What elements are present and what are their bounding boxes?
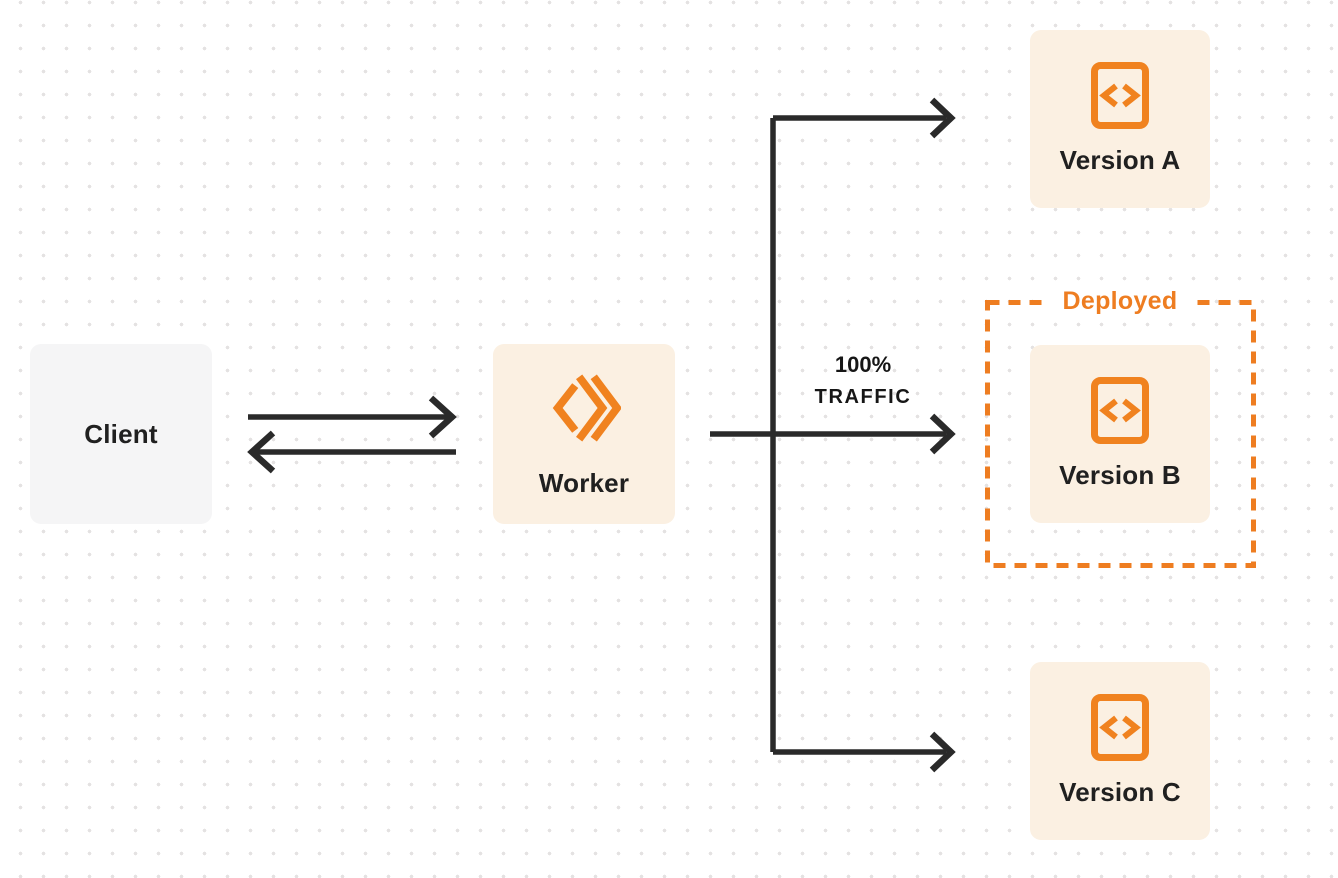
code-document-icon <box>1091 62 1149 129</box>
code-document-icon <box>1091 377 1149 444</box>
code-document-icon <box>1091 694 1149 761</box>
version-b-node: Version B <box>1030 345 1210 523</box>
worker-label: Worker <box>538 467 630 498</box>
version-c-label: Version C <box>1059 777 1181 807</box>
branch-trunk-line <box>710 118 946 752</box>
version-c-node: Version C <box>1030 662 1210 840</box>
traffic-percent: 100% <box>834 352 892 377</box>
version-b-label: Version B <box>1059 460 1181 490</box>
traffic-label: 100% TRAFFIC <box>788 352 938 409</box>
version-a-label: Version A <box>1059 145 1181 175</box>
workers-logo-icon <box>547 370 622 446</box>
client-node: Client <box>30 344 212 524</box>
deployed-label: Deployed <box>1044 287 1196 315</box>
traffic-word: TRAFFIC <box>814 386 912 408</box>
arrow-to-version-a <box>773 97 956 139</box>
version-a-node: Version A <box>1030 30 1210 208</box>
arrow-client-to-worker <box>248 395 457 439</box>
arrow-worker-to-client <box>247 430 456 474</box>
arrow-to-version-c <box>773 731 956 773</box>
arrow-to-version-b <box>929 413 956 455</box>
worker-node: Worker <box>493 344 675 524</box>
client-label: Client <box>84 418 158 449</box>
